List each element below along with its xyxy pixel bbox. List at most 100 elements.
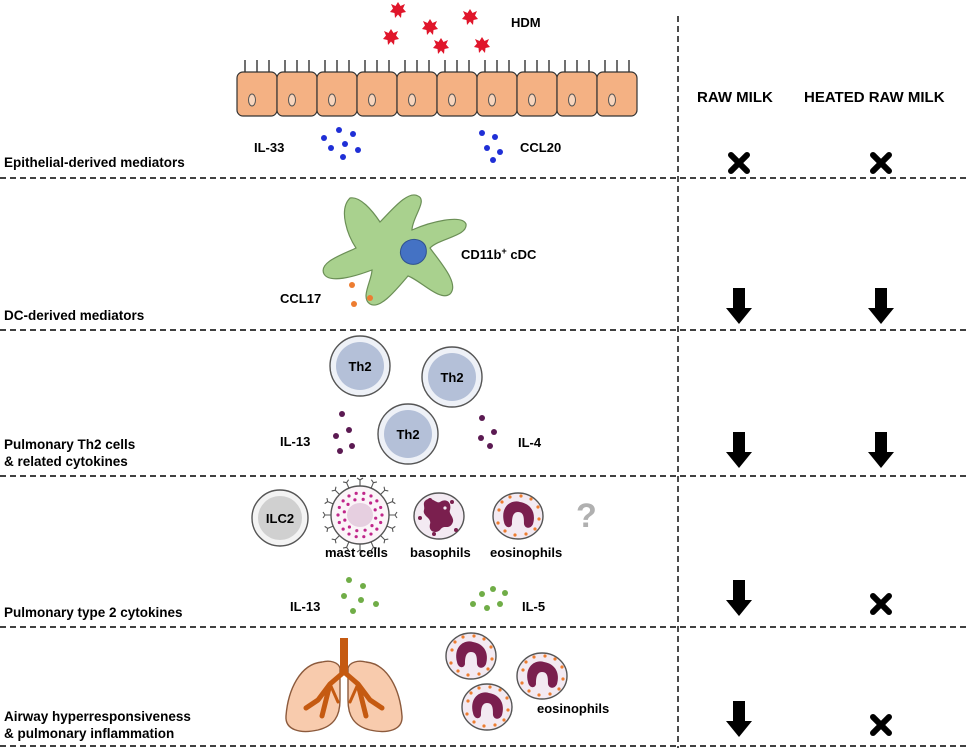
mast-cell-granule bbox=[341, 499, 345, 503]
mast-cell-granule bbox=[375, 527, 379, 531]
mast-cell-granule bbox=[337, 505, 341, 510]
decrease-arrow-icon bbox=[726, 701, 752, 737]
no-effect-cross-icon bbox=[873, 717, 889, 733]
mast-cell-receptor bbox=[370, 479, 378, 489]
mast-cell-granule bbox=[374, 516, 378, 520]
mast-cell-receptor bbox=[370, 541, 378, 551]
mast-cell-receptor bbox=[324, 525, 334, 533]
decrease-arrow-icon bbox=[868, 288, 894, 324]
row-label: & pulmonary inflammation bbox=[4, 726, 175, 741]
mast-cell-granule bbox=[380, 513, 384, 517]
mast-cell-granule bbox=[369, 532, 373, 536]
mast-cell-granule bbox=[354, 535, 358, 539]
ccl17-dots bbox=[349, 282, 373, 307]
th2-cell: Th2 bbox=[421, 346, 483, 408]
mast-cell-receptor bbox=[331, 535, 340, 544]
dendritic-cell bbox=[322, 194, 467, 306]
svg-text:ILC2: ILC2 bbox=[266, 511, 294, 526]
il33-label: IL-33 bbox=[254, 140, 284, 155]
mast-cell-granule bbox=[361, 497, 365, 501]
mast-cell-granule bbox=[379, 505, 383, 510]
decrease-arrow-icon bbox=[726, 432, 752, 468]
mast-cell-granule bbox=[362, 535, 366, 539]
decrease-arrow-icon bbox=[726, 288, 752, 324]
epithelial-cell bbox=[396, 71, 438, 117]
mast-cell-receptor bbox=[342, 479, 350, 489]
mast-cell-granule bbox=[363, 528, 367, 532]
epithelial-nucleus bbox=[608, 93, 616, 107]
eosinophils-label-row4: eosinophils bbox=[490, 545, 562, 560]
epithelial-cell bbox=[596, 71, 638, 117]
mast-cell bbox=[322, 477, 398, 553]
epithelial-nucleus bbox=[368, 93, 376, 107]
row-label: & related cytokines bbox=[4, 454, 128, 469]
mast-cell-granule bbox=[375, 499, 379, 503]
svg-text:Th2: Th2 bbox=[396, 427, 419, 442]
il5-dots bbox=[470, 586, 508, 611]
epithelial-nucleus bbox=[568, 93, 576, 107]
epithelial-cell bbox=[236, 71, 278, 117]
mast-cell-granule bbox=[346, 502, 350, 507]
ccl17-label: CCL17 bbox=[280, 291, 321, 306]
mast-cell-receptor bbox=[324, 497, 334, 505]
ilc2-cell: ILC2 bbox=[251, 489, 309, 547]
row-separators bbox=[0, 16, 968, 748]
il4-label: IL-4 bbox=[518, 435, 542, 450]
row-label: Epithelial-derived mediators bbox=[4, 155, 185, 170]
mast-cell-granule bbox=[347, 532, 351, 536]
th2-cell: Th2 bbox=[377, 403, 439, 465]
il33-dots bbox=[321, 127, 361, 160]
row-label: DC-derived mediators bbox=[4, 308, 145, 323]
epithelial-nucleus bbox=[488, 93, 496, 107]
ccl20-dots bbox=[479, 130, 503, 163]
svg-text:Th2: Th2 bbox=[440, 370, 463, 385]
mast-cell-granule bbox=[354, 491, 358, 495]
unknown-cell-question-mark: ? bbox=[576, 497, 597, 535]
mast-cell-granule bbox=[347, 494, 351, 498]
mast-cell-granule bbox=[342, 510, 346, 514]
mast-cells-label: mast cells bbox=[325, 545, 388, 560]
epithelial-nucleus bbox=[528, 93, 536, 107]
mast-cell-granule bbox=[370, 523, 374, 528]
mast-cell-granule bbox=[369, 494, 373, 498]
il13-th2-label: IL-13 bbox=[280, 434, 310, 449]
no-effect-cross-icon bbox=[873, 596, 889, 612]
epithelial-cell bbox=[356, 71, 398, 117]
eosinophils-label-row5: eosinophils bbox=[537, 701, 609, 716]
mast-cell-receptor bbox=[331, 486, 340, 495]
basophils-label: basophils bbox=[410, 545, 471, 560]
mast-cell-granule bbox=[337, 520, 341, 525]
eosinophil bbox=[516, 652, 568, 700]
row-label: Pulmonary Th2 cells bbox=[4, 437, 136, 452]
eosinophil bbox=[461, 683, 513, 731]
ccl20-label: CCL20 bbox=[520, 140, 561, 155]
epithelial-nucleus bbox=[408, 93, 416, 107]
eosinophil bbox=[492, 492, 544, 540]
mast-cell-granule bbox=[347, 525, 352, 529]
mast-cell-granule bbox=[373, 508, 377, 512]
th2-cell: Th2 bbox=[329, 335, 391, 397]
mast-cell-granule bbox=[379, 520, 383, 525]
mast-cell-granule bbox=[353, 498, 357, 502]
mast-cell-receptor bbox=[386, 497, 396, 505]
decrease-arrow-icon bbox=[868, 432, 894, 468]
mast-cell-receptor bbox=[380, 486, 389, 495]
hdm-particles bbox=[383, 2, 490, 54]
mast-cell-granule bbox=[362, 491, 366, 495]
dc-label: CD11b+ cDC bbox=[461, 246, 537, 262]
no-effect-cross-icon bbox=[873, 155, 889, 171]
mast-cell-receptor bbox=[342, 541, 350, 551]
epithelial-cell bbox=[516, 71, 558, 117]
il13-th2-dots bbox=[333, 411, 355, 454]
eosinophil bbox=[445, 632, 497, 680]
row-label: Pulmonary type 2 cytokines bbox=[4, 605, 183, 620]
mast-cell-receptor bbox=[386, 525, 396, 533]
il13-type2-dots bbox=[341, 577, 379, 614]
effect-symbols bbox=[726, 155, 894, 737]
epithelial-nucleus bbox=[248, 93, 256, 107]
mast-cell-receptor bbox=[356, 477, 364, 486]
epithelial-cell bbox=[476, 71, 518, 117]
hdm-label: HDM bbox=[511, 15, 541, 30]
decrease-arrow-icon bbox=[726, 580, 752, 616]
